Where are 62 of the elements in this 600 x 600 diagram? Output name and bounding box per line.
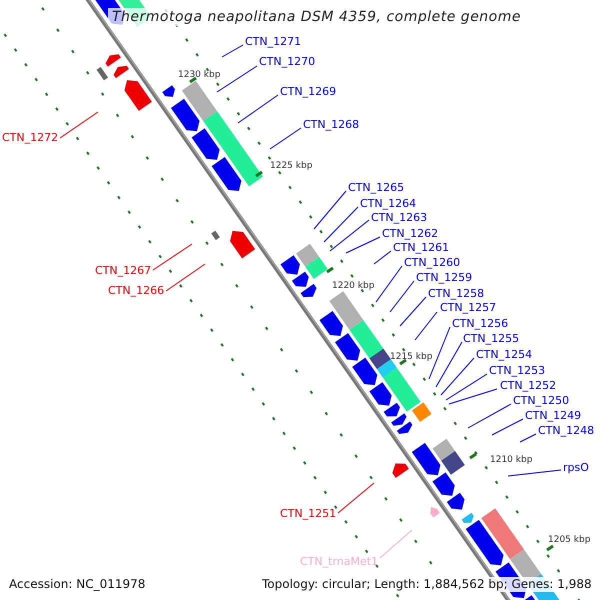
- gene-label: CTN_1259: [416, 271, 472, 285]
- gene-label: CTN_1254: [476, 348, 532, 362]
- leader-line: [270, 128, 302, 150]
- gene-label: CTN_1253: [489, 364, 546, 378]
- leader-line: [324, 206, 358, 242]
- leader-line: [520, 434, 536, 442]
- gene-label: CTN_1250: [513, 394, 570, 408]
- leader-line: [446, 374, 488, 400]
- gene-label: CTN_1257: [440, 301, 496, 315]
- gene-label: CTN_1270: [259, 55, 316, 69]
- gene-label: CTN_1251: [280, 507, 336, 521]
- gene-label: rpsO: [563, 461, 589, 475]
- position-label: 1215 kbp: [390, 352, 432, 363]
- leader-line: [152, 244, 192, 270]
- leader-line: [380, 530, 412, 558]
- gene-label: CTN_1269: [280, 85, 336, 99]
- leader-line: [314, 190, 346, 230]
- gene-label: CTN_1268: [303, 118, 360, 132]
- position-label: 1205 kbp: [548, 535, 590, 546]
- leader-line: [216, 66, 258, 92]
- leader-line: [492, 418, 524, 436]
- gene-label: CTN_1260: [404, 256, 460, 270]
- gene-label: CTN_1256: [452, 317, 508, 331]
- gene-label: CTN_1265: [348, 181, 404, 195]
- genome-info-text: Topology: circular; Length: 1,884,562 bp; Genes: 1,988: [262, 577, 592, 592]
- gene-label: CTN_1262: [382, 227, 438, 241]
- leader-line: [414, 312, 438, 340]
- gene-label: CTN_1255: [463, 332, 520, 346]
- leader-line: [376, 266, 402, 302]
- leader-line: [346, 236, 380, 254]
- gene-label: CTN_1263: [371, 211, 428, 225]
- leader-line: [60, 112, 98, 138]
- leader-line: [428, 326, 450, 380]
- position-label: 1225 kbp: [270, 161, 312, 172]
- gene-label: CTN_1258: [428, 287, 484, 301]
- gene-label: CTN_1267: [95, 264, 152, 278]
- leader-line: [374, 250, 392, 264]
- gene-label: CTN_1261: [393, 241, 450, 255]
- leader-line: [436, 342, 462, 388]
- leader-line: [238, 94, 278, 124]
- gene-label: CTN_1271: [245, 35, 302, 49]
- leader-line: [390, 280, 414, 312]
- position-label: 1210 kbp: [490, 455, 532, 466]
- leader-line: [222, 44, 244, 58]
- leader-line: [166, 264, 206, 292]
- leader-line: [448, 388, 498, 404]
- gene-label: CTN_1252: [500, 379, 556, 393]
- leader-line: [330, 220, 370, 252]
- gene-label: CTN_1248: [538, 424, 594, 438]
- gene-label: CTN_1249: [525, 409, 582, 423]
- gene-label: CTN_1264: [360, 197, 416, 211]
- leader-line: [468, 404, 512, 428]
- gene-label: CTN_1266: [108, 284, 164, 298]
- gene-label: CTN_trnaMet1: [300, 555, 378, 569]
- gene-label: CTN_1272: [2, 131, 58, 145]
- position-label: 1220 kbp: [332, 281, 374, 292]
- leader-line: [400, 296, 426, 326]
- genome-info-text: Accession: NC_011978: [9, 577, 146, 592]
- leader-line: [508, 470, 562, 476]
- leader-line: [440, 358, 474, 396]
- leader-line: [338, 482, 374, 514]
- position-label: 1230 kbp: [178, 70, 220, 81]
